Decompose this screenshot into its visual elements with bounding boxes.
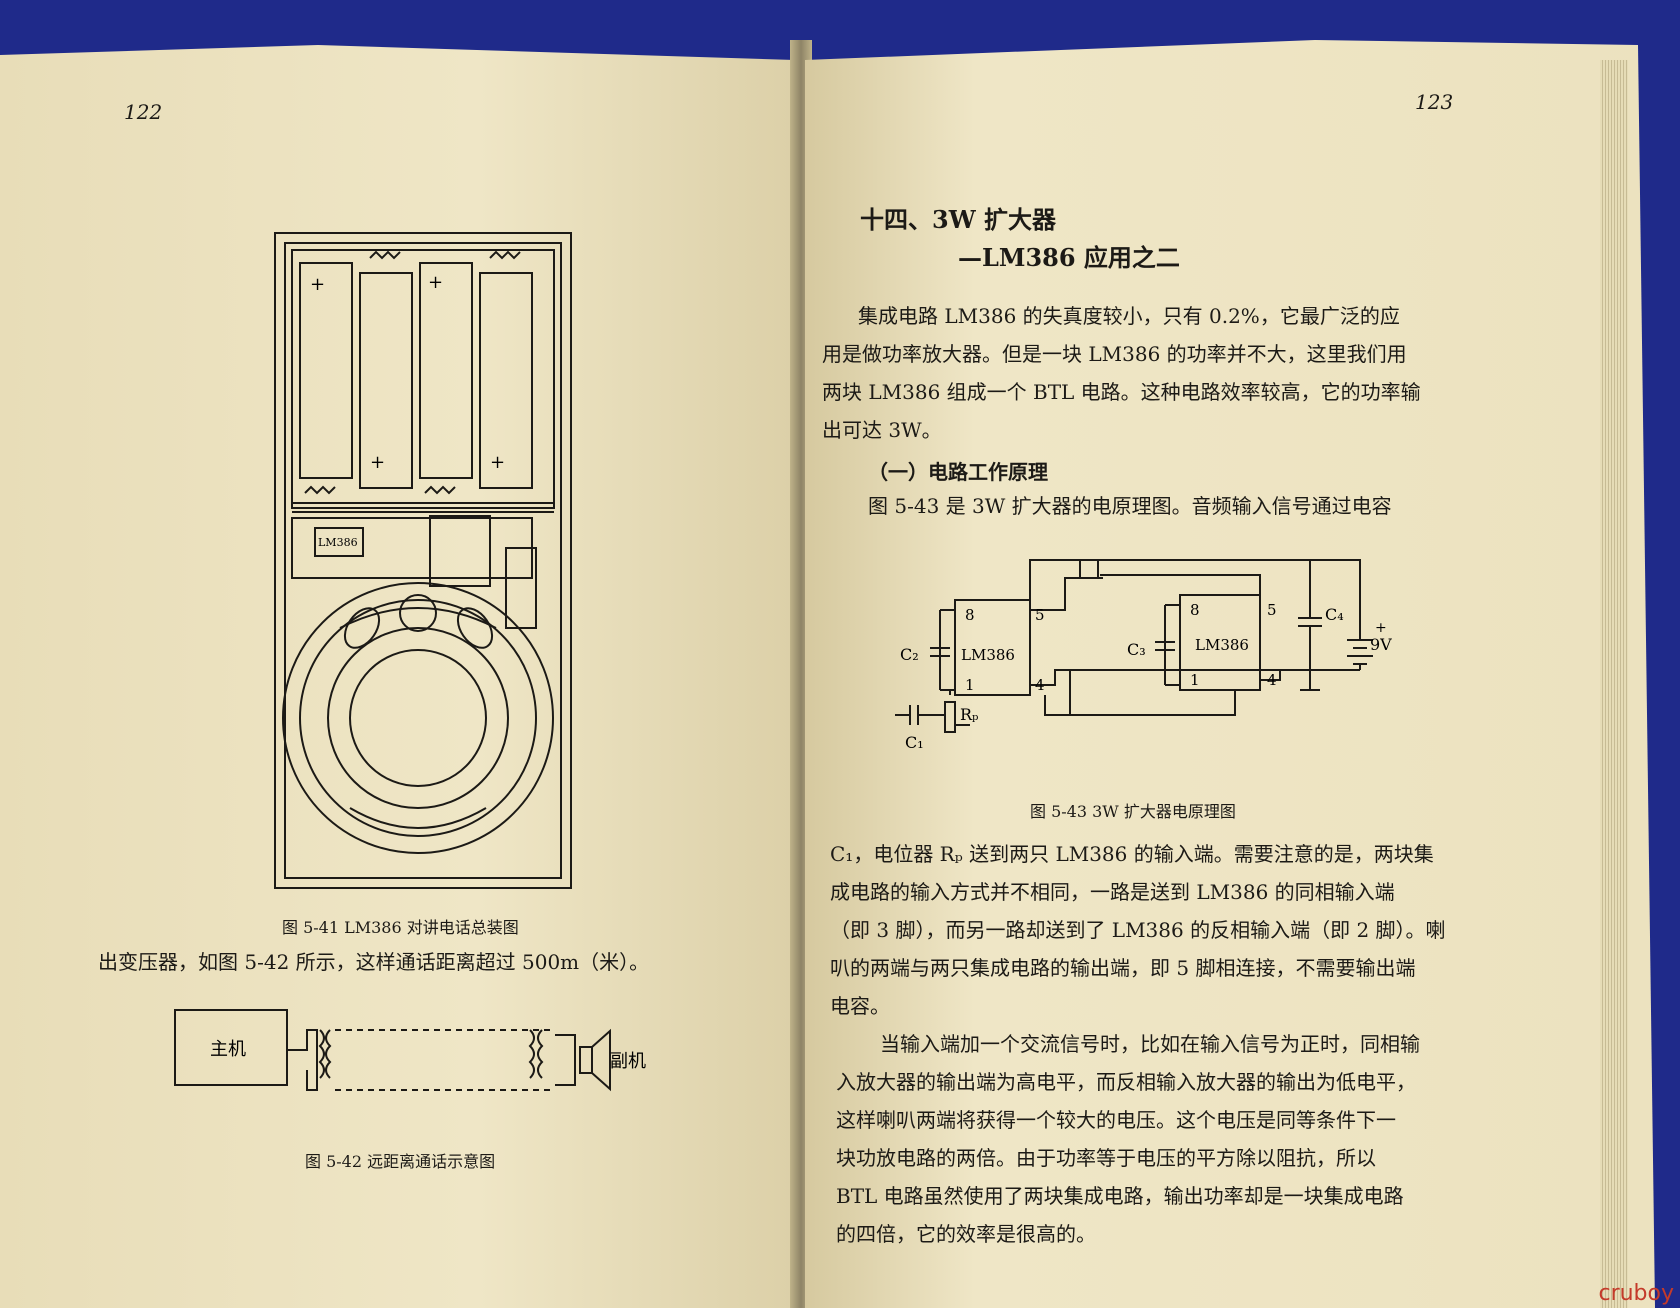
body-line-9: 块功放电路的两倍。由于功率等于电压的平方除以阻抗，所以	[836, 1146, 1376, 1170]
section-heading: （一）电路工作原理	[868, 460, 1048, 484]
c2-label: C₂	[900, 645, 919, 664]
figure-5-43-schematic: 8 5 LM386 1 4 8 5 LM386 1 4 C₂ C₃ C₄ 9V …	[895, 559, 1392, 752]
c4-label: C₄	[1325, 605, 1344, 624]
battery-plus-3: +	[370, 452, 385, 473]
rp-label: Rₚ	[960, 705, 978, 724]
chapter-subtitle: —LM386 应用之二	[958, 243, 1180, 272]
intro-line-2: 用是做功率放大器。但是一块 LM386 的功率并不大，这里我们用	[822, 342, 1407, 366]
ic1-body	[954, 599, 1031, 696]
ic1-pin-5: 5	[1035, 606, 1045, 624]
ic2-label: LM386	[1195, 636, 1249, 654]
body-line-6: 当输入端加一个交流信号时，比如在输入信号为正时，同相输	[880, 1032, 1420, 1056]
right-page-number: 123	[1415, 90, 1454, 114]
c1-label: C₁	[905, 733, 924, 752]
ic2-pin-5: 5	[1267, 601, 1277, 619]
c3-label: C₃	[1127, 640, 1146, 659]
page-edges	[1600, 60, 1628, 1308]
ic1-pin-1: 1	[965, 676, 975, 694]
body-line-8: 这样喇叭两端将获得一个较大的电压。这个电压是同等条件下一	[836, 1108, 1396, 1132]
body-line-7: 入放大器的输出端为高电平，而反相输入放大器的输出为低电平，	[836, 1070, 1416, 1094]
figure-5-41-assembly-drawing: + + + + LM386	[274, 232, 572, 889]
section-first-line: 图 5-43 是 3W 扩大器的电原理图。音频输入信号通过电容	[868, 494, 1392, 518]
body-line-5: 电容。	[830, 994, 890, 1018]
battery-plus-4: +	[490, 452, 505, 473]
left-page-number: 122	[124, 100, 163, 124]
main-unit-label: 主机	[210, 1039, 246, 1060]
supply-label: 9V	[1370, 635, 1392, 654]
ic2-body	[1179, 594, 1261, 691]
battery-plus: +	[1375, 620, 1387, 636]
body-line-10: BTL 电路虽然使用了两块集成电路，输出功率却是一块集成电路	[836, 1184, 1404, 1208]
ic2-pin-8: 8	[1190, 601, 1200, 619]
body-line-1: C₁，电位器 Rₚ 送到两只 LM386 的输入端。需要注意的是，两块集	[830, 842, 1434, 866]
ic2-pin-1: 1	[1190, 671, 1200, 689]
chip-label: LM386	[318, 536, 358, 549]
left-paragraph: 出变压器，如图 5-42 所示，这样通话距离超过 500m（米）。	[98, 950, 650, 974]
ic1-pin-4: 4	[1035, 676, 1045, 694]
body-line-11: 的四倍，它的效率是很高的。	[836, 1222, 1096, 1246]
body-line-3: （即 3 脚），而另一路却送到了 LM386 的反相输入端（即 2 脚）。喇	[830, 918, 1446, 942]
battery-plus-1: +	[310, 274, 325, 295]
figure-5-41-caption: 图 5-41 LM386 对讲电话总装图	[282, 918, 519, 937]
sub-unit-label: 副机	[610, 1051, 646, 1072]
figure-5-42-diagram: 主机 副机	[174, 1009, 646, 1092]
scanner-watermark: cruboy	[1598, 1281, 1674, 1306]
figure-5-42-caption: 图 5-42 远距离通话示意图	[305, 1152, 496, 1171]
ic1-pin-8: 8	[965, 606, 975, 624]
intro-line-4: 出可达 3W。	[822, 418, 942, 442]
intro-line-1: 集成电路 LM386 的失真度较小，只有 0.2%，它最广泛的应	[858, 304, 1400, 328]
ic2-pin-4: 4	[1267, 671, 1277, 689]
figure-5-43-caption: 图 5-43 3W 扩大器电原理图	[1030, 802, 1236, 821]
right-page	[805, 40, 1655, 1308]
ic1-label: LM386	[961, 646, 1015, 664]
body-line-4: 叭的两端与两只集成电路的输出端，即 5 脚相连接，不需要输出端	[830, 956, 1416, 980]
chapter-title: 十四、3W 扩大器	[860, 205, 1057, 234]
battery-plus-2: +	[428, 272, 443, 293]
body-line-2: 成电路的输入方式并不相同，一路是送到 LM386 的同相输入端	[830, 880, 1395, 904]
intro-line-3: 两块 LM386 组成一个 BTL 电路。这种电路效率较高，它的功率输	[822, 380, 1421, 404]
